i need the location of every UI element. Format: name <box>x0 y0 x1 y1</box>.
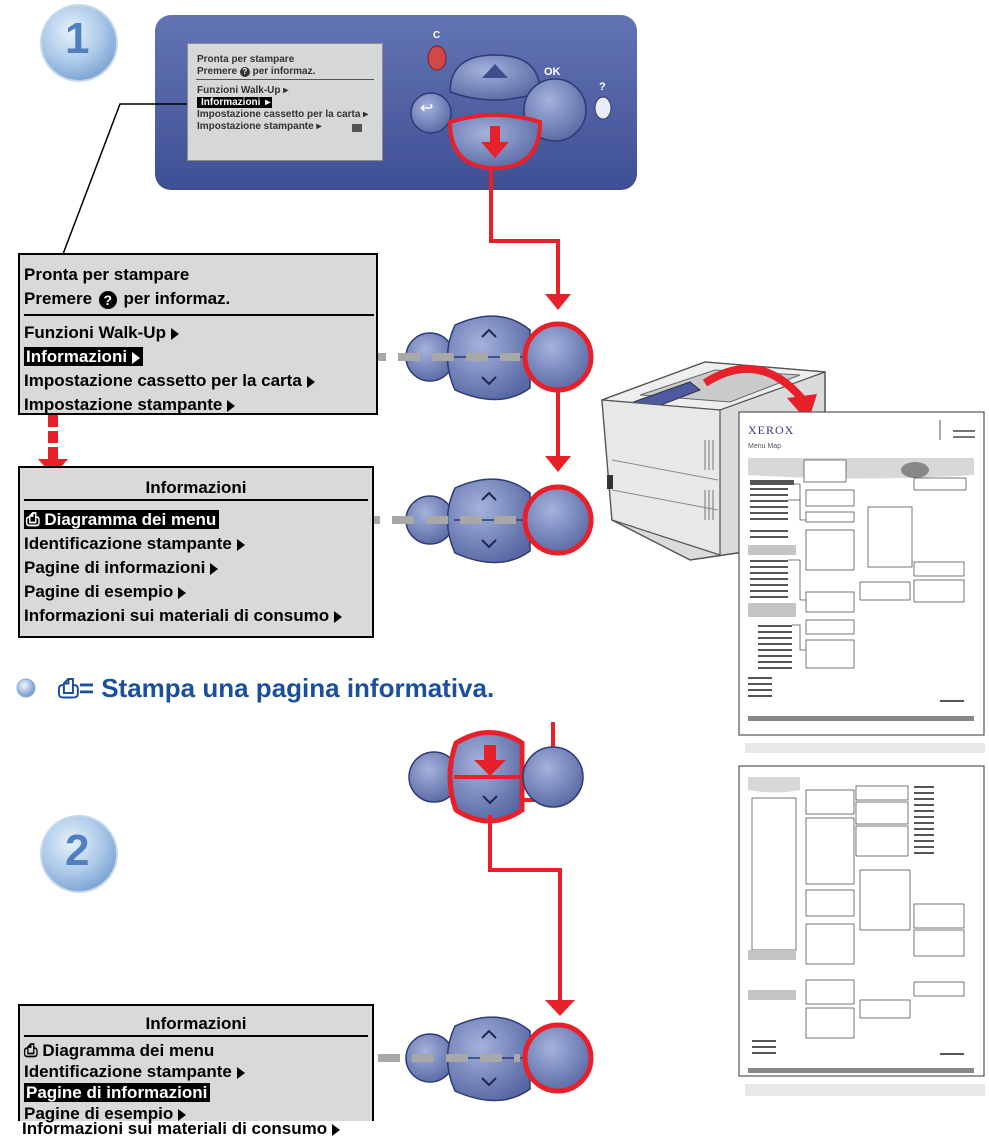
menu-main-line1: Pronta per stampare <box>24 265 190 284</box>
menu-main-item3[interactable]: Impostazione cassetto per la carta <box>24 371 315 391</box>
printer-icon: ⎙ <box>26 510 40 529</box>
ok-label: OK <box>544 66 561 78</box>
menu-main-line2: Premere ? per informaz. <box>24 289 231 309</box>
menu-informazioni-title: Informazioni <box>145 478 247 497</box>
leader-line <box>59 103 194 263</box>
note-bullet <box>16 678 36 698</box>
menu-informazioni-item3[interactable]: Pagine di informazioni <box>24 558 219 578</box>
menu-step2-item4[interactable]: Pagine di esempio <box>24 1104 187 1124</box>
help-label: ? <box>599 81 606 93</box>
menu-informazioni-item1[interactable]: ⎙ Diagramma dei menu <box>24 510 220 530</box>
lcd-divider <box>196 79 374 80</box>
menu-step2-item2[interactable]: Identificazione stampante <box>24 1062 245 1082</box>
printer-icon: ⎙ <box>24 1041 38 1060</box>
menu-step2-title: Informazioni <box>145 1014 247 1033</box>
lcd-item1: Funzioni Walk-Up ▸ <box>197 85 289 96</box>
step1-badge <box>40 4 118 82</box>
lcd-line2: Premere ? per informaz. <box>197 66 316 77</box>
panel-buttons <box>410 45 612 171</box>
panel-lcd: Pronta per stampare Premere ? per inform… <box>187 43 383 161</box>
lcd-help-icon: ? <box>239 67 250 77</box>
menu-step2-divider <box>24 1035 368 1037</box>
printout-brand: XEROX <box>748 423 795 437</box>
printout-title: Menu Map <box>748 443 782 450</box>
menu-step2-item5[interactable]: Informazioni sui materiali di consumo <box>22 1119 341 1139</box>
cancel-label: C <box>433 30 441 41</box>
button-cluster-3 <box>408 730 584 824</box>
print-info-note: ⎙= Stampa una pagina informativa. <box>58 673 495 703</box>
menu-informazioni-divider <box>24 499 368 501</box>
menu-main: Pronta per stampare Premere ? per inform… <box>18 253 378 415</box>
menu-informazioni: Informazioni ⎙ Diagramma dei menu Identi… <box>18 466 374 638</box>
menu-informazioni-item4[interactable]: Pagine di esempio <box>24 582 187 602</box>
lcd-item2: Informazioni ▸ <box>197 97 273 109</box>
lcd-line1: Pronta per stampare <box>197 54 295 65</box>
menu-informazioni-item5[interactable]: Informazioni sui materiali di consumo <box>24 606 343 626</box>
printer-icon: ⎙ <box>58 673 79 703</box>
menu-main-item4[interactable]: Impostazione stampante <box>24 395 236 415</box>
help-icon: ? <box>98 290 117 309</box>
step2-number: 2 <box>65 826 90 875</box>
menu-step2-item3[interactable]: Pagine di informazioni <box>24 1083 211 1103</box>
menu-main-divider <box>24 314 374 316</box>
menu-step2-item1[interactable]: ⎙ Diagramma dei menu <box>24 1041 215 1060</box>
lcd-scroll-icon <box>352 124 362 132</box>
menu-main-item1[interactable]: Funzioni Walk-Up <box>24 323 179 343</box>
printout-page-2 <box>738 765 985 1096</box>
back-arrow-icon: ↩ <box>420 100 434 117</box>
menu-informazioni-item2[interactable]: Identificazione stampante <box>24 534 245 554</box>
lcd-item3: Impostazione cassetto per la carta ▸ <box>197 109 369 120</box>
step2-badge <box>40 815 118 893</box>
button-cluster-2 <box>405 478 594 564</box>
step1-number: 1 <box>65 14 90 63</box>
button-cluster-1 <box>405 315 594 401</box>
menu-main-item2[interactable]: Informazioni <box>24 347 144 367</box>
printout-page-1 <box>738 411 985 753</box>
lcd-item4: Impostazione stampante ▸ <box>197 121 322 132</box>
menu-informazioni-step2: Informazioni ⎙ Diagramma dei menu Identi… <box>18 1004 374 1124</box>
